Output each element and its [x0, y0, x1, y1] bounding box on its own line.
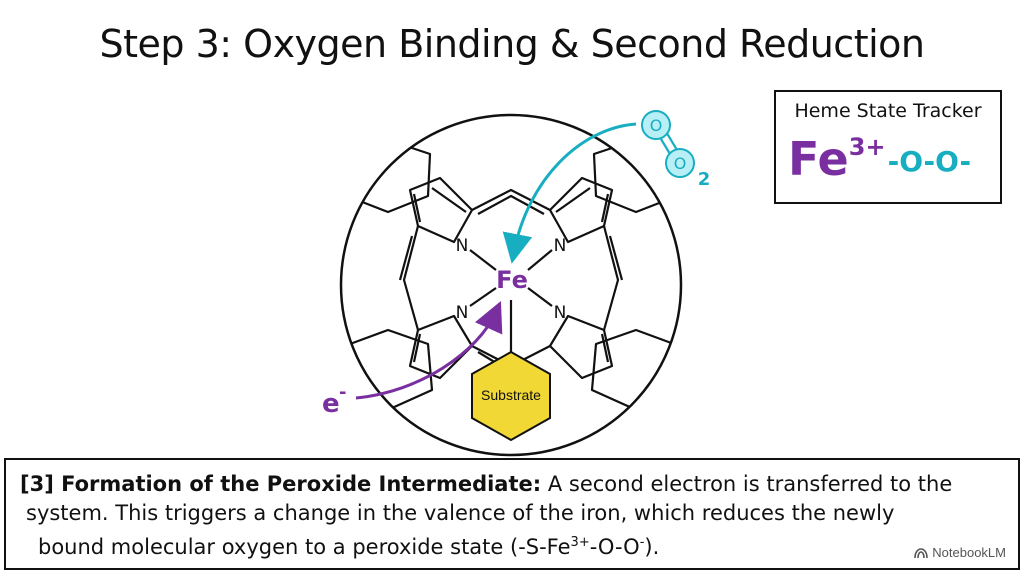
page-title: Step 3: Oxygen Binding & Second Reductio…	[99, 22, 925, 66]
caption-line2: system. This triggers a change in the va…	[26, 501, 895, 525]
porphyrin-ring	[348, 138, 676, 410]
iron-label: Fe	[496, 266, 528, 294]
nitrogen-label-bl: N	[456, 303, 469, 323]
substrate-label: Substrate	[481, 387, 541, 403]
oxygen-arrow	[502, 122, 637, 264]
caption-line3-sup2: -	[639, 535, 645, 550]
protein-pocket-circle	[339, 113, 683, 457]
caption-line3-sup: 3+	[570, 535, 590, 550]
caption-heading: [3] Formation of the Peroxide Intermedia…	[20, 472, 542, 496]
oxygen-molecule: O O 2	[641, 110, 711, 190]
caption-line1: A second electron is transferred to the	[547, 472, 953, 496]
electron-charge: -	[339, 382, 346, 403]
tracker-state: Fe3+-O-O-	[788, 132, 971, 186]
caption-line3-pre: bound molecular oxygen to a peroxide sta…	[38, 535, 571, 559]
caption-line3: bound molecular oxygen to a peroxide sta…	[20, 535, 659, 559]
brand-label: NotebookLM	[932, 545, 1006, 560]
nitrogen-label-tr: N	[554, 236, 567, 256]
tracker-charge: 3+	[848, 133, 886, 161]
electron-arrow	[355, 301, 503, 400]
tracker-iron: Fe	[788, 132, 849, 186]
heme-state-tracker: Heme State Tracker Fe3+-O-O-	[774, 90, 1002, 204]
svg-text:2: 2	[698, 169, 711, 190]
electron-label: e	[322, 389, 340, 419]
substrate-hexagon	[471, 350, 551, 442]
caption-text: [3] Formation of the Peroxide Intermedia…	[20, 470, 1010, 562]
nitrogen-label-br: N	[554, 303, 567, 323]
caption-line3-mid: -O-O	[589, 535, 640, 559]
tracker-title: Heme State Tracker	[794, 100, 982, 122]
svg-text:O: O	[650, 116, 663, 135]
tracker-ligand: -O-O-	[887, 145, 972, 178]
caption-line3-end: ).	[644, 535, 660, 559]
nitrogen-label-tl: N	[456, 236, 469, 256]
svg-text:O: O	[674, 154, 687, 173]
caption-box: [3] Formation of the Peroxide Intermedia…	[4, 458, 1020, 570]
notebooklm-icon	[914, 547, 929, 558]
brand: NotebookLM	[914, 545, 1006, 560]
